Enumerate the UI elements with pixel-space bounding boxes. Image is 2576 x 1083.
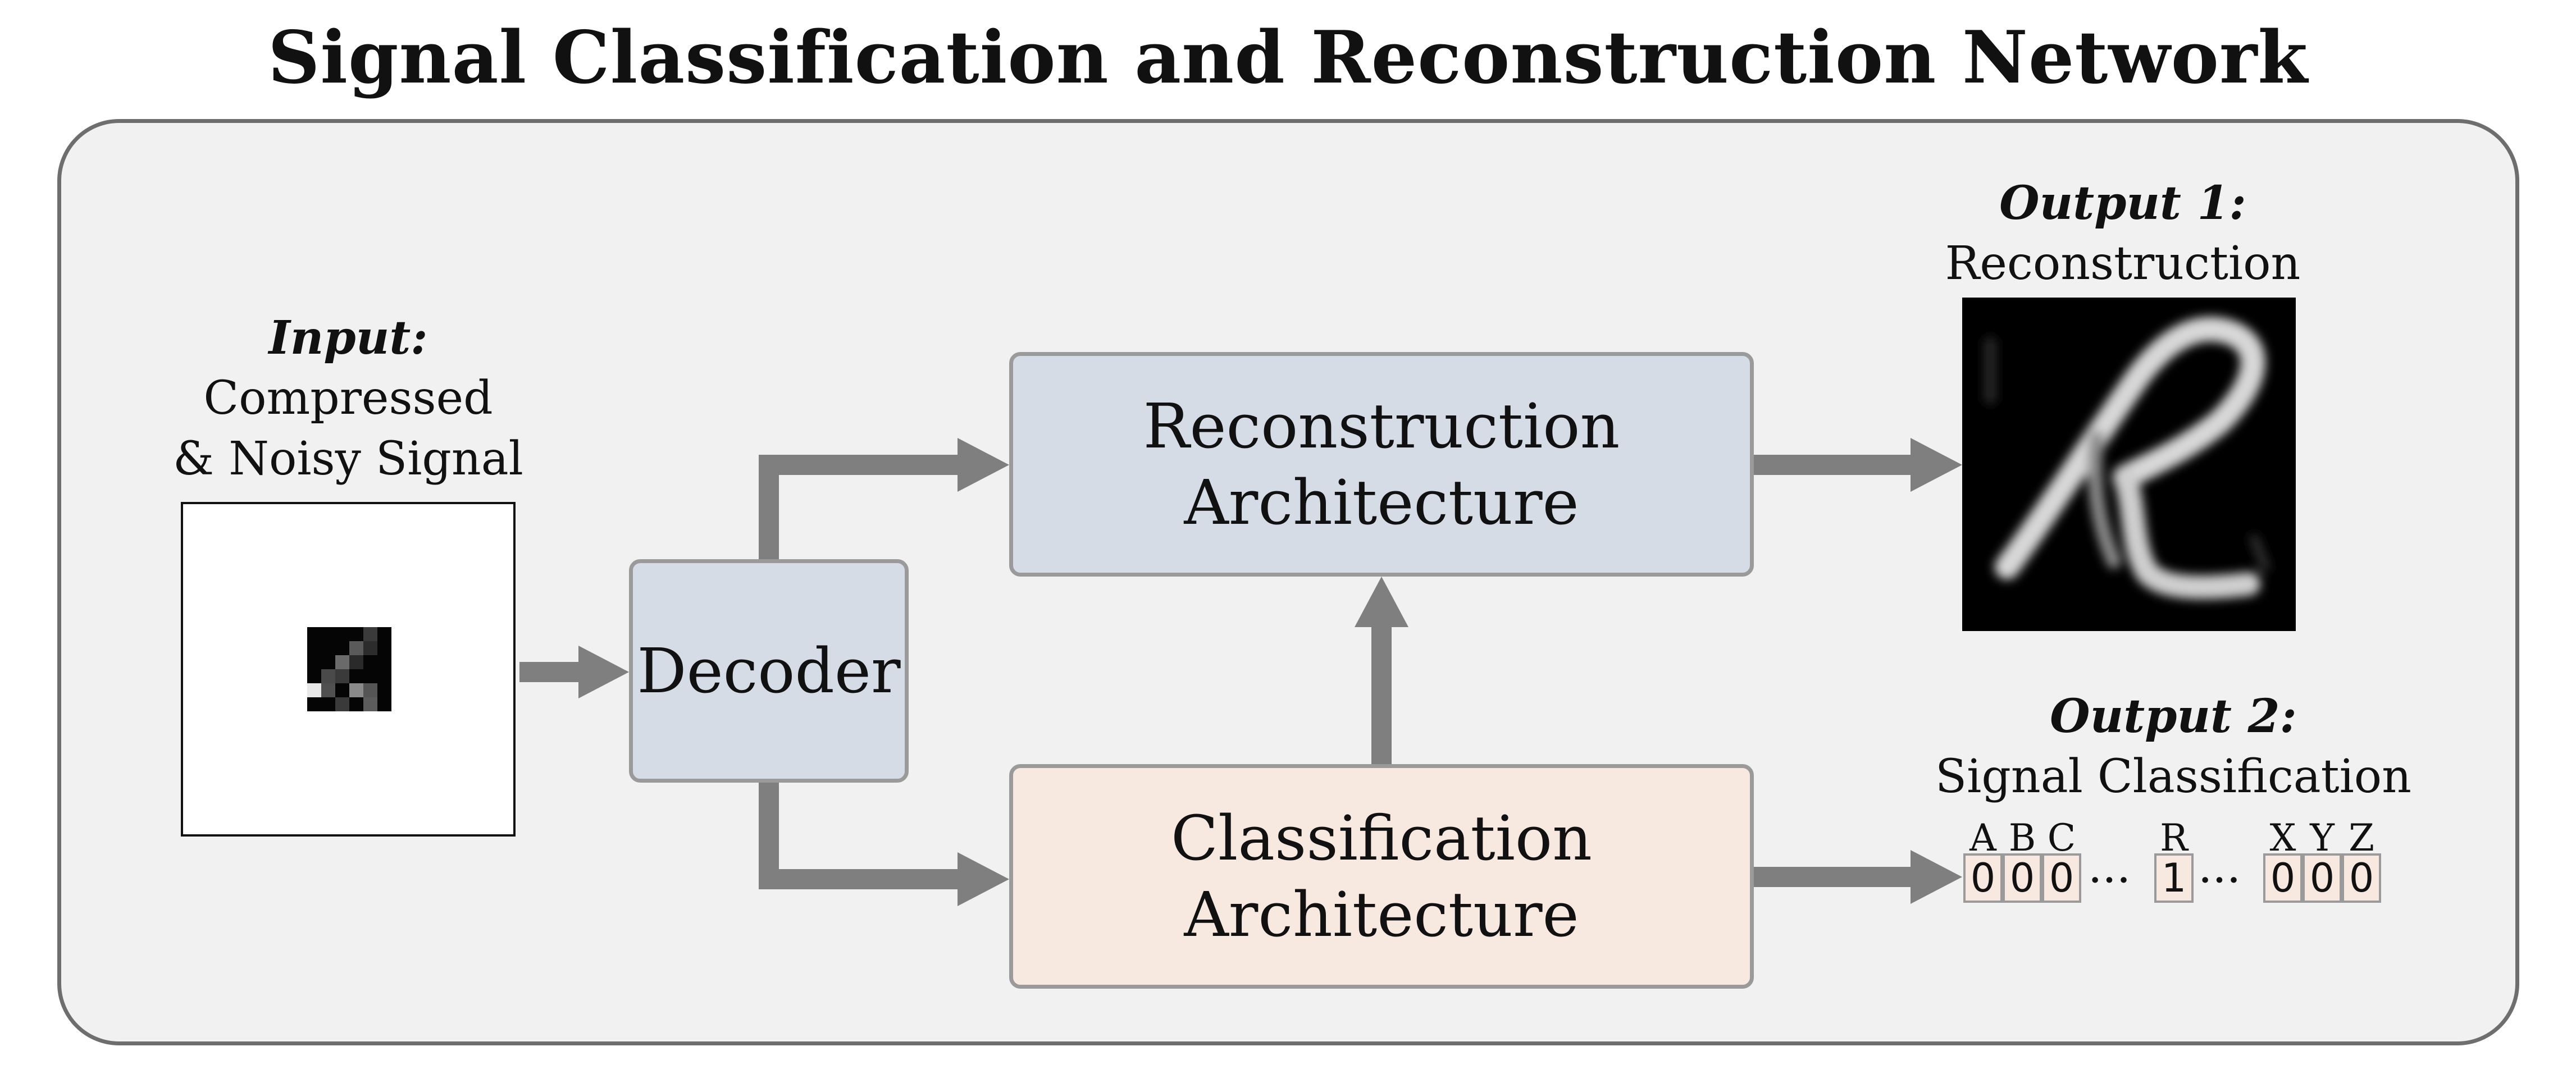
compressed-signal-thumbnail: [307, 627, 391, 711]
ellipsis: ···: [2088, 854, 2131, 906]
class-value: 0: [1970, 855, 1996, 901]
class-cell: [2042, 853, 2081, 903]
output-2-subtitle: Signal Classification: [1935, 750, 2411, 803]
output-1-heading: Output 1:: [1999, 176, 2246, 230]
reconstruction-line-1: Reconstruction: [1143, 390, 1620, 462]
class-cell: [1963, 853, 2003, 903]
reconstruction-output-image: [1962, 298, 2296, 631]
diagram-title: Signal Classification and Reconstruction…: [267, 16, 2309, 100]
arrow-decoder-to-classification: [759, 783, 1009, 906]
input-heading: Input:: [268, 311, 428, 365]
class-value: 0: [2049, 855, 2075, 901]
reconstruction-architecture-block: Reconstruction Architecture: [1009, 352, 1754, 577]
output-2-heading: Output 2:: [2050, 689, 2297, 743]
input-label: Input: Compressed & Noisy Signal: [157, 308, 539, 490]
class-cell: [2342, 853, 2381, 903]
class-letter: B: [2008, 816, 2036, 860]
class-value: 1: [2161, 855, 2187, 901]
arrow-reconstruction-to-output-1: [1754, 438, 1962, 492]
class-value: 0: [2009, 855, 2035, 901]
reconstructed-letter-r: [1962, 298, 2296, 631]
reconstruction-line-2: Architecture: [1184, 467, 1579, 538]
class-cell: [2263, 853, 2303, 903]
output-1-subtitle: Reconstruction: [1945, 237, 2301, 290]
class-letter: A: [1969, 816, 1996, 860]
input-line-1: Compressed: [203, 372, 493, 425]
arrow-input-to-decoder: [519, 646, 629, 698]
class-letter: Y: [2310, 816, 2335, 860]
decoder-label: Decoder: [637, 635, 901, 707]
arrow-classification-to-reconstruction: [1355, 577, 1408, 764]
class-cell: [2303, 853, 2342, 903]
decoder-block: Decoder: [629, 559, 909, 783]
classification-line-2: Architecture: [1184, 879, 1579, 951]
input-line-2: & Noisy Signal: [173, 432, 523, 486]
class-letter: X: [2269, 816, 2296, 860]
output-1-label: Output 1: Reconstruction: [1921, 173, 2325, 294]
class-value: 0: [2349, 855, 2374, 901]
classification-architecture-block: Classification Architecture: [1009, 764, 1754, 989]
class-letter: R: [2160, 816, 2188, 860]
class-cell: [2154, 853, 2194, 903]
ellipsis: ···: [2198, 854, 2241, 906]
arrow-classification-to-output-2: [1754, 850, 1962, 904]
arrow-decoder-to-reconstruction: [759, 438, 1009, 559]
class-letter: C: [2047, 816, 2076, 860]
output-2-label: Output 2: Signal Classification: [1921, 686, 2426, 807]
class-letter: Z: [2349, 816, 2374, 860]
classification-line-1: Classification: [1170, 802, 1593, 874]
input-signal-image: [181, 502, 516, 837]
class-value: 0: [2270, 855, 2296, 901]
class-cell: [2003, 853, 2042, 903]
class-value: 0: [2309, 855, 2335, 901]
